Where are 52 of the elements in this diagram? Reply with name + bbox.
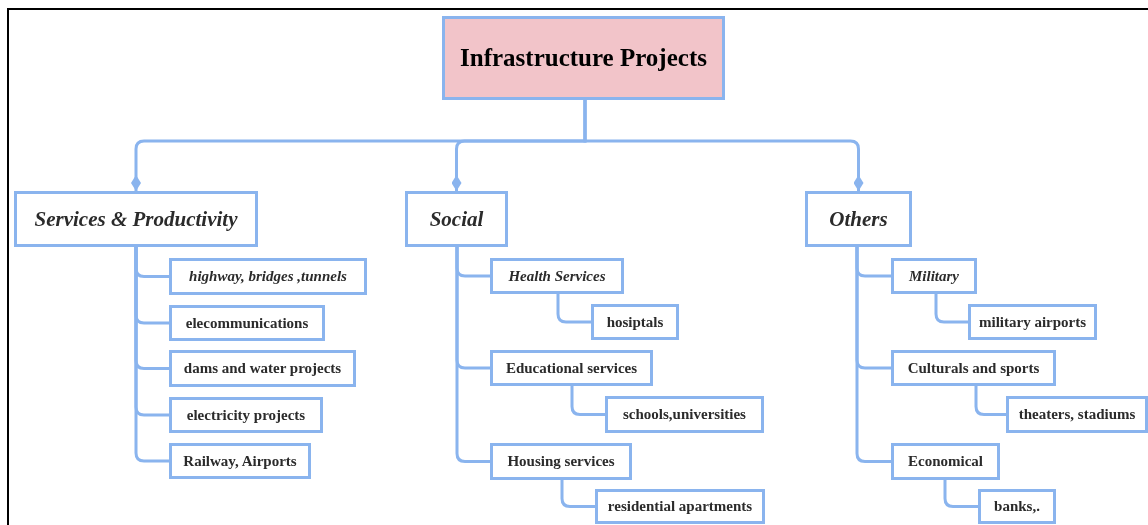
box-label: dams and water projects	[183, 359, 342, 378]
connector-line	[943, 480, 978, 508]
box-label: residential apartments	[607, 497, 753, 516]
connector-line	[583, 100, 864, 191]
item-box	[490, 443, 632, 480]
connector-line	[570, 386, 605, 416]
connector-line	[560, 480, 595, 508]
box-label: hosiptals	[606, 312, 664, 332]
connector-line	[556, 294, 591, 324]
item-box	[891, 258, 977, 294]
box-label: highway, bridges ,tunnels	[189, 267, 347, 286]
category-box	[405, 191, 508, 247]
connector-line	[934, 294, 968, 324]
item-box	[591, 304, 679, 340]
category-box	[805, 191, 912, 247]
box-label: elecommunications	[185, 313, 309, 333]
item-box	[169, 397, 323, 433]
item-box	[978, 489, 1056, 524]
item-box	[595, 489, 765, 524]
item-box	[891, 443, 1000, 480]
box-label: Educational services	[505, 358, 638, 378]
item-box	[490, 258, 624, 294]
box-label: theaters, stadiums	[1018, 405, 1136, 424]
category-box	[14, 191, 258, 247]
item-box	[1006, 396, 1148, 433]
connector-line	[855, 247, 891, 463]
item-box	[490, 350, 653, 386]
box-label: Economical	[908, 452, 983, 471]
item-box	[605, 396, 764, 433]
box-label: Railway, Airports	[183, 451, 297, 471]
item-box	[891, 350, 1056, 386]
box-label: Housing services	[507, 452, 615, 471]
box-label: Social	[429, 205, 484, 233]
item-box	[169, 443, 311, 479]
box-label: electricity projects	[186, 405, 306, 425]
box-label: Services & Productivity	[34, 205, 238, 233]
box-label: banks,.	[994, 497, 1040, 516]
box-label: Infrastructure Projects	[460, 43, 707, 74]
connector-line	[134, 247, 169, 463]
box-label: Culturals and sports	[907, 358, 1040, 378]
box-label: Others	[829, 205, 888, 233]
connector-line	[455, 247, 490, 463]
item-box	[968, 304, 1098, 340]
root-box	[442, 16, 725, 100]
item-box	[169, 350, 356, 387]
box-label: military airports	[979, 312, 1087, 332]
box-label: schools,universities	[623, 405, 746, 424]
item-box	[169, 305, 325, 341]
connector-line	[974, 386, 1006, 416]
box-label: Health Services	[508, 266, 606, 286]
box-label: Military	[909, 266, 959, 286]
item-box	[169, 258, 367, 295]
